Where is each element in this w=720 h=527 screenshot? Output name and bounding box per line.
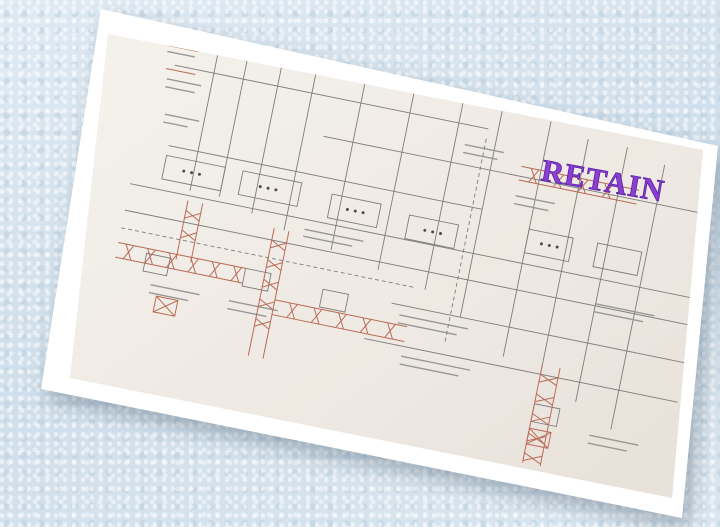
red-markup-ducts bbox=[115, 34, 640, 467]
drawing-paper bbox=[70, 34, 703, 498]
